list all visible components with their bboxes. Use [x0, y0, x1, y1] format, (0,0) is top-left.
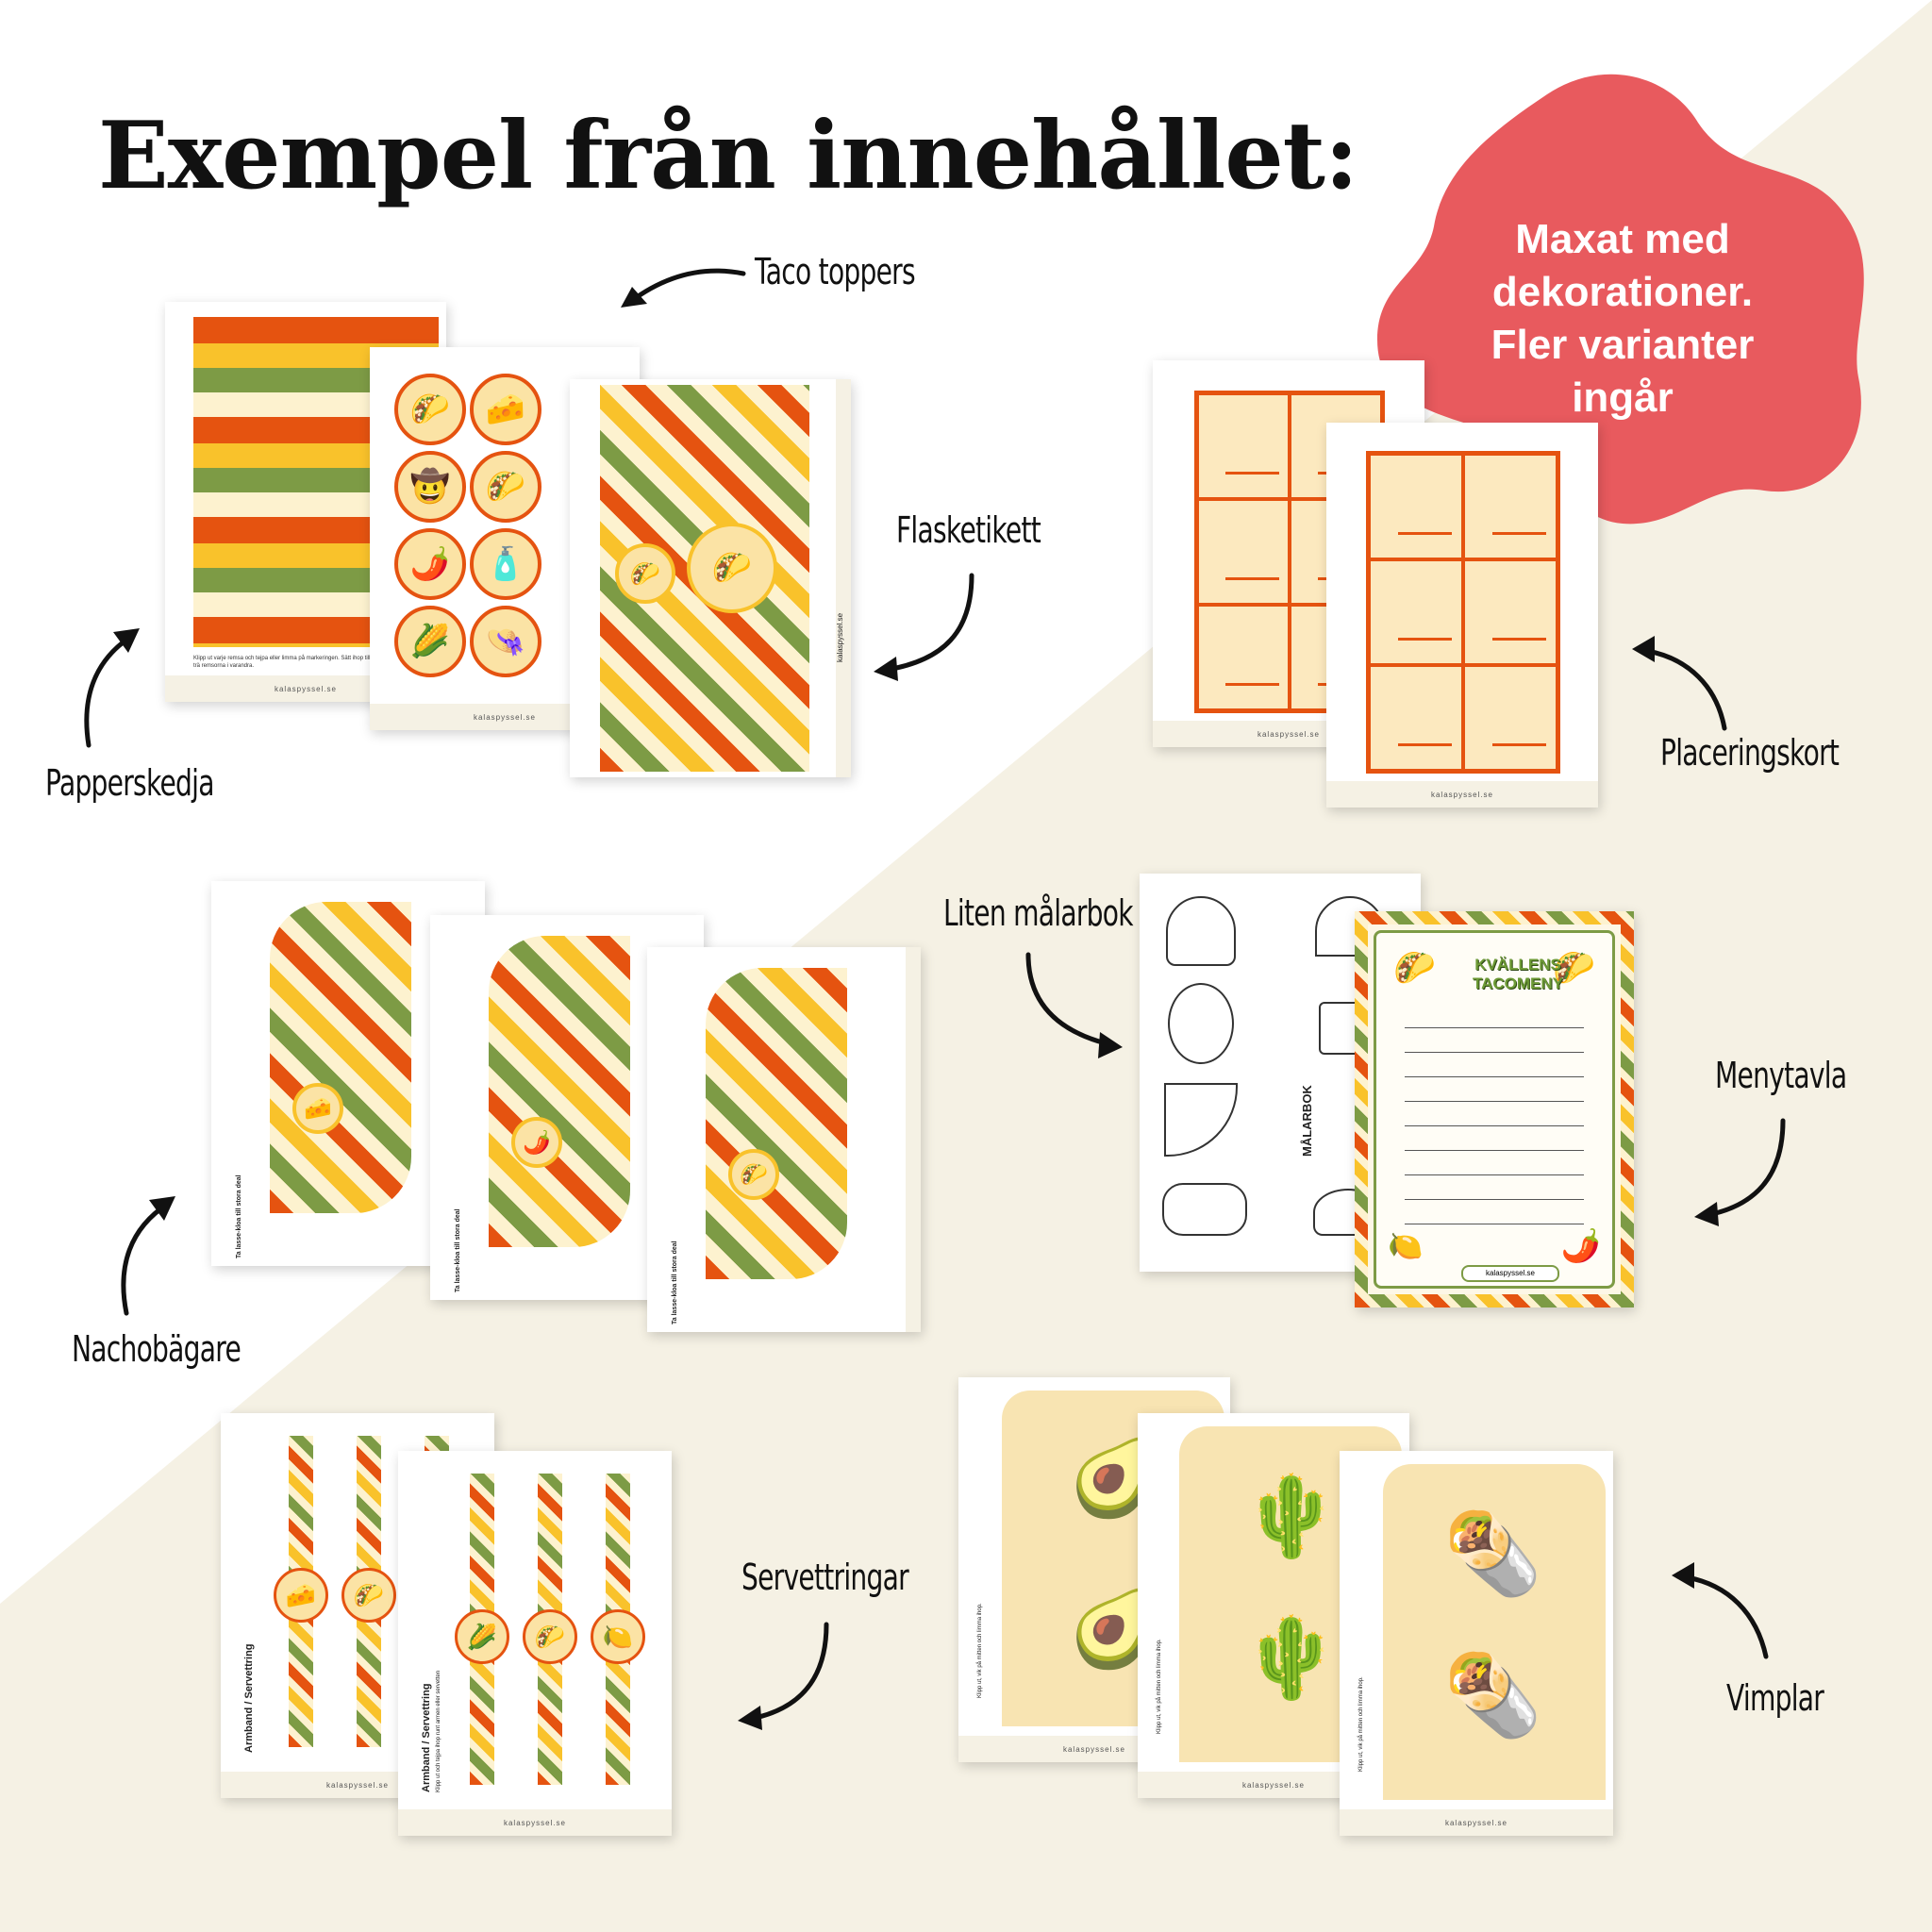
menu-line: [1405, 1174, 1584, 1175]
arrow-papperskedja: [84, 628, 140, 748]
nacho-cup-label: Ta lasse-kloa till stora deal: [455, 1208, 461, 1292]
label-taco-toppers: Taco toppers: [755, 251, 916, 292]
bottle-label-taco-large: 🌮: [687, 523, 777, 613]
topper-hot-sauce: 🧴: [470, 528, 541, 600]
label-nachobagare: Nachobägare: [72, 1328, 242, 1370]
pennant-burrito-icon: 🌯: [1443, 1509, 1542, 1598]
flasketikett-sheet: 🌮 🌮 kalaspyssel.se: [570, 379, 851, 777]
sheet-footer: kalaspyssel.se: [398, 1809, 672, 1836]
menu-line: [1405, 1150, 1584, 1151]
sheet-footer-vertical: kalaspyssel.se: [836, 612, 844, 662]
topper-corn: 🌽: [394, 606, 466, 677]
coloring-bottle: [1319, 1002, 1366, 1055]
arrow-taco-toppers: [621, 268, 746, 308]
pennant-burrito-icon-2: 🌯: [1443, 1651, 1542, 1740]
arrow-flasketikett: [874, 573, 974, 681]
coloring-corn: [1166, 896, 1236, 966]
napkin-sub: Klipp ut och tejpa ihop runt armen eller…: [436, 1670, 441, 1792]
menu-chili-icon: 🌶️: [1560, 1228, 1601, 1264]
coloring-cactus: [1162, 1183, 1247, 1236]
coloring-book-label: MÅLARBOK: [1300, 1085, 1314, 1157]
menu-board: 🌮 🌮 KVÄLLENS TACOMENY 🍋 🌶️ kalaspyssel.s…: [1355, 911, 1634, 1307]
menu-taco-icon-right: 🌮: [1553, 948, 1595, 987]
menu-title-line-2: TACOMENY: [1472, 974, 1563, 992]
bottle-label-side: [836, 379, 851, 777]
napkin-ring-corn: 🌽: [455, 1609, 509, 1664]
nacho-cup-stripes: [489, 936, 630, 1247]
badge-blob: [1377, 74, 1864, 525]
pennant-cactus-icon-2: 🌵: [1241, 1613, 1341, 1702]
pennant-note: Klipp ut, vik på mitten och limma ihop.: [1157, 1639, 1162, 1734]
pennant-note: Klipp ut, vik på mitten och limma ihop.: [977, 1603, 983, 1698]
badge-text: Maxat med dekorationer. Fler varianter i…: [1415, 213, 1830, 425]
coloring-lime: [1164, 1083, 1238, 1157]
label-liten-malarbok: Liten målarbok: [943, 892, 1134, 934]
arrow-vimplar: [1672, 1562, 1769, 1659]
topper-chili: 🌶️: [394, 528, 466, 600]
arrow-liten-malarbok: [1025, 952, 1123, 1058]
badge-line-3: Fler varianter: [1491, 322, 1755, 368]
nacho-cup-label: Ta lasse-kloa till stora deal: [672, 1241, 678, 1324]
nacho-cup-sheet-3: 🌮 Ta lasse-kloa till stora deal: [647, 947, 921, 1332]
menu-taco-icon-left: 🌮: [1393, 948, 1436, 987]
topper-sombrero: 👒: [470, 606, 541, 677]
pennant-note: Klipp ut, vik på mitten och limma ihop.: [1358, 1676, 1364, 1772]
sheet-footer: kalaspyssel.se: [1326, 781, 1598, 808]
nacho-cup-side: [906, 947, 921, 1332]
nacho-cup-emblem: 🌮: [728, 1149, 779, 1200]
menu-title: KVÄLLENS TACOMENY: [1452, 956, 1584, 993]
arrow-servettringar: [738, 1622, 829, 1730]
arrow-nachobagare: [121, 1196, 175, 1316]
badge-line-2: dekorationer.: [1491, 269, 1754, 315]
badge-line-4: ingår: [1572, 375, 1674, 421]
nacho-cup-emblem: 🌶️: [511, 1117, 562, 1168]
napkin-label: Armband / Servettring: [421, 1683, 432, 1792]
menu-lime-icon: 🍋: [1388, 1231, 1424, 1262]
menu-line: [1405, 1076, 1584, 1077]
nacho-cup-label: Ta lasse-kloa till stora deal: [236, 1174, 242, 1258]
label-servettringar: Servettringar: [741, 1557, 909, 1598]
napkin-label: Armband / Servettring: [243, 1643, 255, 1753]
nacho-cup-stripes: [706, 968, 847, 1279]
menu-footer: kalaspyssel.se: [1461, 1265, 1559, 1282]
label-menytavla: Menytavla: [1715, 1055, 1847, 1096]
page-title: Exempel från innehållet:: [98, 102, 1358, 210]
menu-line: [1405, 1052, 1584, 1053]
sheet-footer: kalaspyssel.se: [1340, 1809, 1613, 1836]
bottle-label-taco-small: 🌮: [615, 543, 675, 604]
label-flasketikett: Flasketikett: [896, 509, 1041, 551]
pennant-burrito: [1383, 1464, 1606, 1800]
menu-line: [1405, 1101, 1584, 1102]
menu-line: [1405, 1027, 1584, 1028]
placeringskort-sheet-front: kalaspyssel.se: [1326, 423, 1598, 808]
menu-title-line-1: KVÄLLENS: [1474, 956, 1561, 974]
arrow-placeringskort: [1632, 636, 1727, 731]
place-card-grid: [1366, 451, 1560, 774]
topper-taco-2: 🌮: [470, 451, 541, 523]
coloring-avocado: [1168, 983, 1234, 1064]
pennant-sheet-3: 🌯 🌯 Klipp ut, vik på mitten och limma ih…: [1340, 1451, 1613, 1836]
napkin-ring-sheet-front: 🌽 🌮 🍋 Armband / Servettring Klipp ut och…: [398, 1451, 672, 1836]
napkin-ring-taco: 🌮: [523, 1609, 577, 1664]
badge-line-1: Maxat med: [1515, 216, 1730, 262]
label-placeringskort: Placeringskort: [1660, 732, 1840, 774]
topper-sombrero-taco: 🤠: [394, 451, 466, 523]
label-vimplar: Vimplar: [1726, 1677, 1824, 1719]
napkin-ring-lime: 🍋: [591, 1609, 645, 1664]
label-papperskedja: Papperskedja: [45, 762, 214, 804]
arrow-menytavla: [1694, 1118, 1786, 1226]
menu-line: [1405, 1125, 1584, 1126]
napkin-ring-emblem: 🧀: [274, 1568, 328, 1623]
topper-taco: 🌮: [394, 374, 466, 445]
papperskedja-instructions: Klipp ut varje remsa och tejpa eller lim…: [193, 656, 421, 669]
napkin-ring-emblem: 🌮: [341, 1568, 396, 1623]
nacho-cup-stripes: [270, 902, 411, 1213]
nacho-cup-emblem: 🧀: [292, 1083, 343, 1134]
menu-line: [1405, 1199, 1584, 1200]
topper-nacho: 🧀: [470, 374, 541, 445]
pennant-cactus-icon: 🌵: [1241, 1472, 1341, 1560]
menu-board-inner: 🌮 🌮 KVÄLLENS TACOMENY 🍋 🌶️ kalaspyssel.s…: [1374, 930, 1615, 1289]
